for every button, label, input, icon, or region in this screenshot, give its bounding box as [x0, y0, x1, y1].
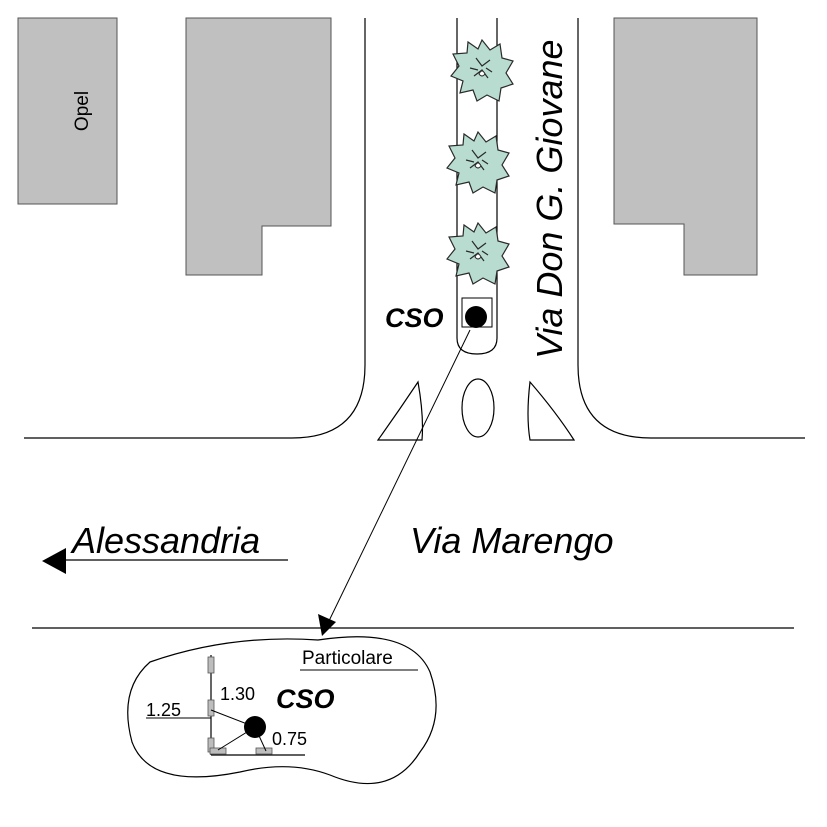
- tree-icon: [450, 39, 514, 102]
- direction-label: Alessandria: [70, 520, 260, 561]
- building-opel: [17, 17, 118, 205]
- building-right: [613, 17, 758, 276]
- tree-icon: [446, 131, 510, 194]
- detail-title: Particolare: [302, 648, 393, 669]
- detail-cso-marker-icon: [244, 716, 266, 738]
- cso-detail-label: CSO: [276, 684, 335, 714]
- detail-kerb-block: [207, 699, 215, 717]
- measurement-left: 1.25: [146, 700, 181, 720]
- tree-icon: [446, 222, 510, 285]
- cso-marker-icon: [465, 306, 487, 328]
- traffic-island-left: [376, 380, 424, 441]
- measurement-top: 1.30: [220, 684, 255, 704]
- leader-line: [326, 329, 471, 626]
- building-center-left: [185, 17, 332, 276]
- street-horizontal-label: Via Marengo: [410, 520, 613, 561]
- traffic-island-right: [527, 380, 576, 441]
- road-edge-upper-right: [577, 18, 805, 439]
- measurement-bottom: 0.75: [272, 729, 307, 749]
- leader-arrowhead-icon: [318, 614, 336, 636]
- detail-kerb-block: [207, 656, 215, 674]
- traffic-island-center: [461, 378, 495, 438]
- detail-bubble: [127, 636, 437, 785]
- cso-main-label: CSO: [385, 303, 444, 333]
- street-vertical-label: Via Don G. Giovane: [529, 39, 570, 359]
- detail-kerb-block: [209, 747, 227, 755]
- road-edge-upper-left: [24, 18, 366, 439]
- median-strip: [456, 18, 498, 355]
- detail-kerb-block: [255, 747, 273, 755]
- building-opel-label: Opel: [72, 91, 93, 131]
- direction-arrow-icon: [42, 548, 66, 574]
